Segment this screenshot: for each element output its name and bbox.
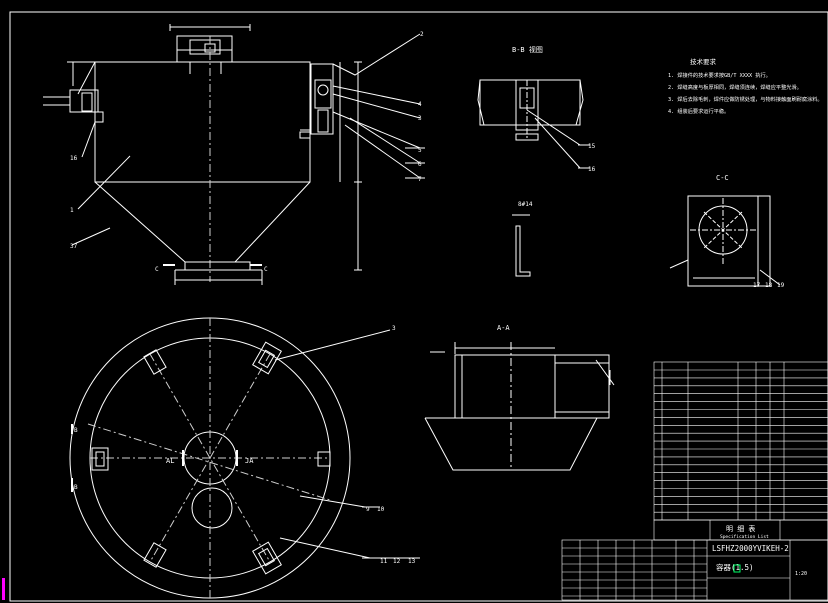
- part-number: 19: [777, 282, 785, 289]
- part-number: 11: [380, 558, 388, 565]
- part-number: 3: [392, 325, 396, 332]
- part-number: 10: [377, 506, 385, 513]
- view-cc-label: C-C: [716, 174, 729, 182]
- channel-label: 8#14: [518, 201, 533, 208]
- tech-requirement-line: 2. 焊缝高度与板厚相同，焊缝须连续，焊缝应平整光滑。: [668, 83, 802, 91]
- view-cc: [669, 195, 781, 287]
- title-block: [561, 539, 828, 601]
- part-number: 1: [70, 207, 74, 214]
- part-number: 18: [765, 282, 773, 289]
- part-number: 4: [418, 101, 422, 108]
- part-number: 13: [408, 558, 416, 565]
- part-number: 5: [418, 147, 422, 154]
- view-aa: [424, 342, 615, 471]
- plan-labels: 3 9 10 11 12 13 AL JA B B: [74, 325, 416, 565]
- section-mark-a: JA: [245, 457, 254, 465]
- aa-cone: [424, 417, 598, 471]
- part-number: 3: [418, 115, 422, 122]
- part-number: 17: [753, 282, 761, 289]
- bom-table: [653, 361, 828, 541]
- section-mark-a: AL: [166, 457, 174, 465]
- right-bracket: [310, 63, 334, 135]
- section-mark-b: B: [74, 427, 78, 434]
- channel-section: [512, 214, 531, 277]
- bom-subtitle: Specification List: [720, 534, 769, 540]
- part-number: 37: [70, 243, 78, 250]
- elevation-view: [43, 24, 425, 285]
- part-number: 7: [418, 176, 422, 183]
- part-number: 15: [588, 143, 596, 150]
- part-number: 2: [420, 31, 424, 38]
- view-aa-label: A-A: [497, 324, 510, 332]
- view-bb: [477, 79, 590, 169]
- part-number: 9: [366, 506, 370, 513]
- ucs-marker: [2, 578, 5, 600]
- tech-requirement-line: 3. 焊后去除毛刺，焊件应做防锈处理，与物料接触面刷耐腐涂料。: [668, 95, 823, 103]
- part-number: 16: [588, 166, 596, 173]
- tech-requirement-line: 1. 焊接件的技术要求按GB/T XXXX 执行。: [668, 71, 771, 79]
- part-number: 16: [70, 155, 78, 162]
- section-mark-c: C: [155, 266, 159, 273]
- view-bb-label: B-B 视图: [512, 45, 543, 54]
- tech-requirement-line: 4. 组装后要求运行平稳。: [668, 107, 729, 115]
- part-number: 6: [418, 161, 422, 168]
- drawing-title: 容器(1.5): [716, 562, 754, 572]
- tech-requirements-title: 技术要求: [690, 57, 717, 66]
- sheet-frame: [9, 11, 828, 602]
- drawing-scale: 1:20: [795, 571, 807, 577]
- section-mark-c: C: [264, 266, 268, 273]
- part-number: 12: [393, 558, 401, 565]
- plan-secondary-opening: [191, 487, 233, 529]
- plan-view: [69, 317, 420, 599]
- section-mark-b: B: [74, 484, 78, 491]
- drawing-number: LSFHZ2000YVIKEH-2: [712, 544, 789, 553]
- technical-requirements: 技术要求 1. 焊接件的技术要求按GB/T XXXX 执行。 2. 焊缝高度与板…: [668, 57, 823, 115]
- elevation-part-numbers: 2 4 3 5 6 7 1 16 37 C C: [70, 31, 424, 273]
- left-inlet-nozzle: [69, 89, 99, 113]
- cursor-marker: [733, 564, 741, 573]
- bom-title: 明 细 表: [726, 524, 755, 533]
